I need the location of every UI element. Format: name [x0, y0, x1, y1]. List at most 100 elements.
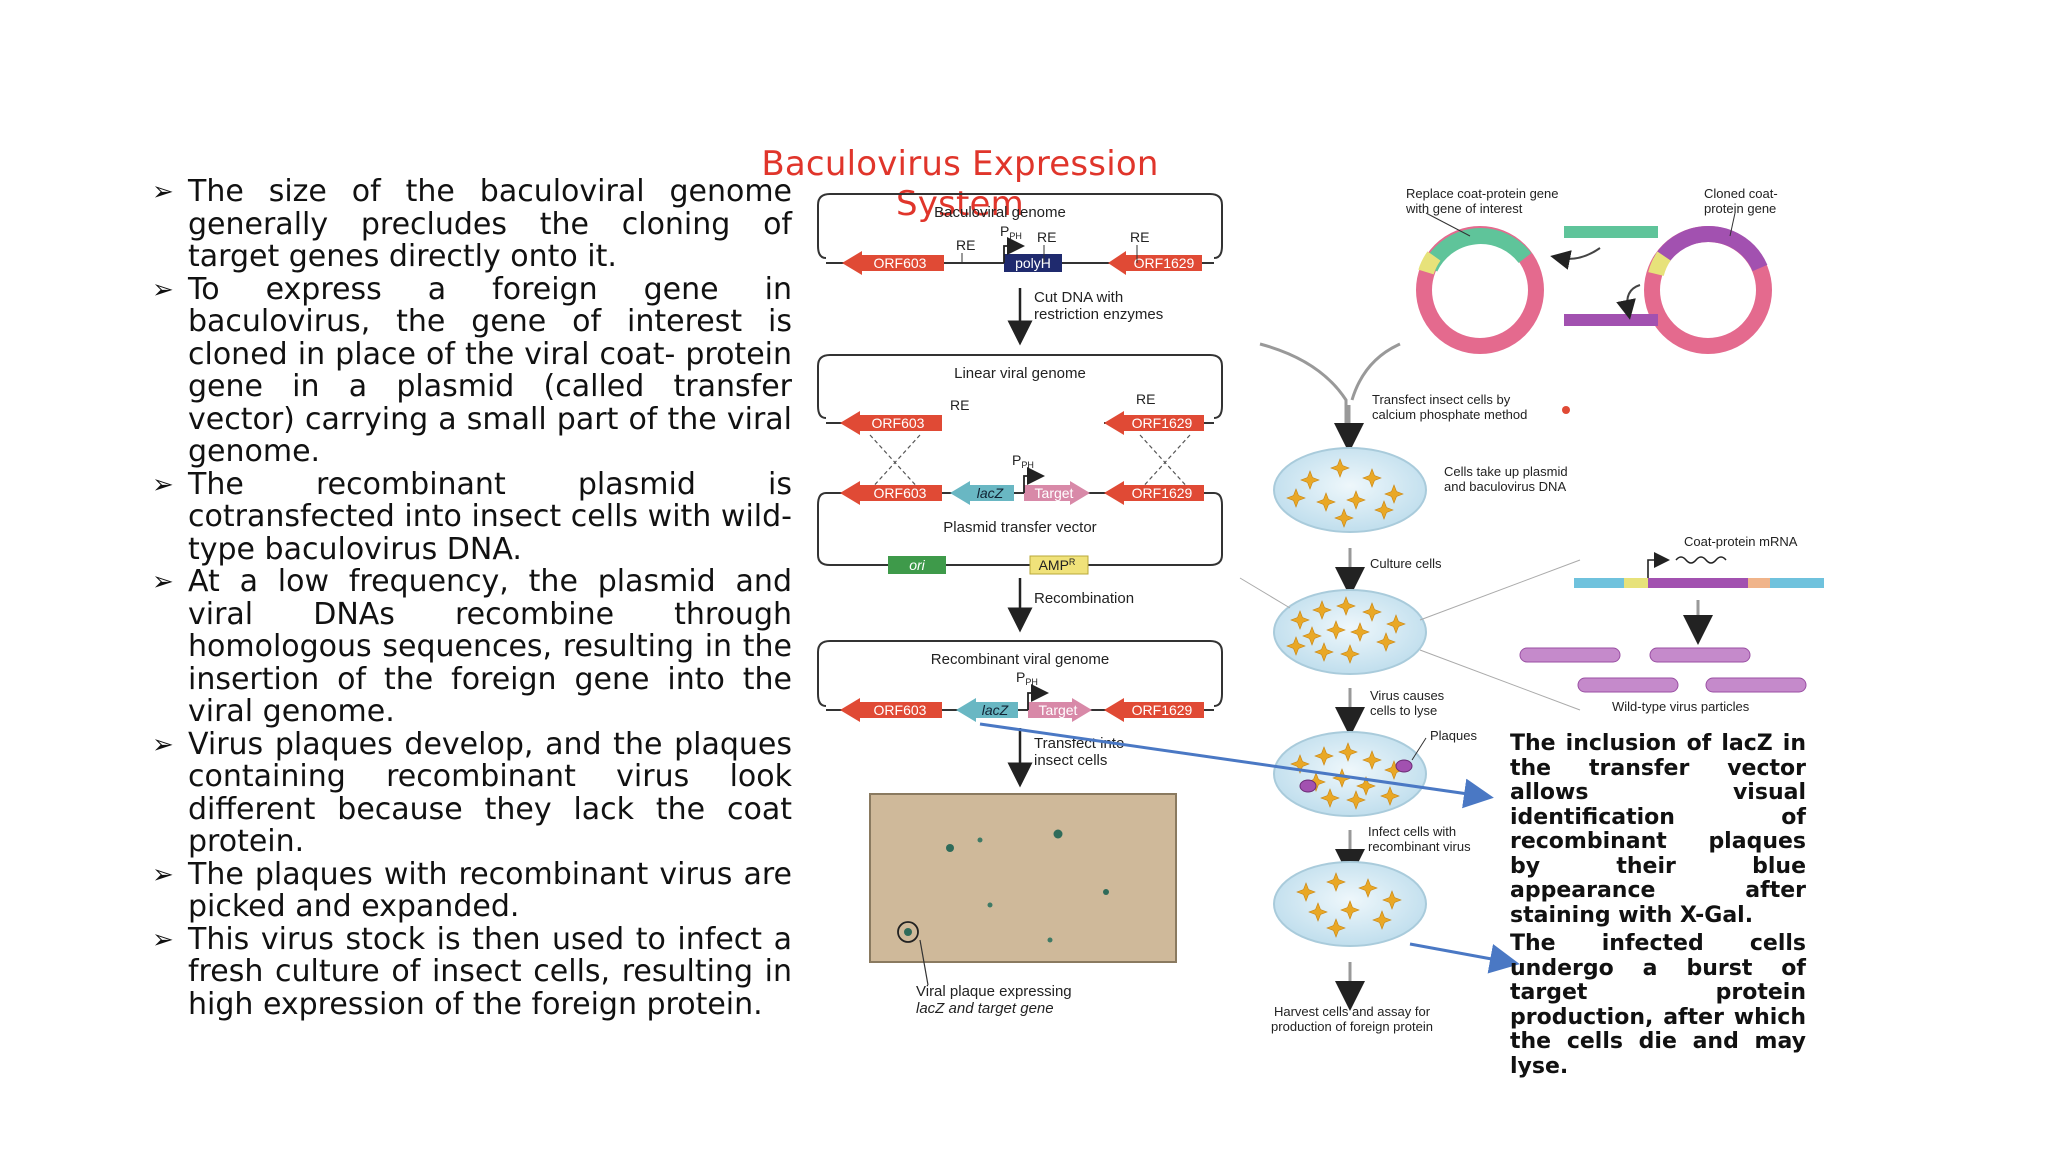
restriction-enzymes-label: restriction enzymes — [1034, 306, 1163, 323]
lacz-gene-arrow — [956, 698, 1018, 722]
transfect-into-label: Transfect into — [1034, 735, 1124, 752]
lacz-label: lacZ — [977, 485, 1004, 501]
lacz-label: lacZ — [982, 702, 1009, 718]
wild-type-virus-particles: Wild-type virus particles — [1519, 647, 1807, 714]
orf1629-gene-arrow — [1104, 481, 1204, 505]
linear-viral-genome-label: Linear viral genome — [954, 365, 1086, 382]
culture-cells-label: Culture cells — [1370, 556, 1442, 571]
coat-protein-mrna-label: Coat-protein mRNA — [1684, 534, 1798, 549]
cells-take-up-label: and baculovirus DNA — [1444, 479, 1566, 494]
arrow-bullet-icon: ➢ — [152, 469, 174, 500]
target-label: Target — [1035, 485, 1074, 501]
orf603-label: ORF603 — [874, 485, 927, 501]
plasmid-cloning-illustration: Replace coat-protein gene with gene of i… — [1405, 186, 1778, 354]
plaque-caption: Viral plaque expressing — [916, 983, 1072, 1000]
plaque-photo — [869, 793, 1177, 963]
burst-callout-arrow — [1409, 942, 1520, 974]
orf1629-gene-arrow — [1104, 698, 1204, 722]
transfect-label: Transfect insect cells by — [1372, 392, 1511, 407]
cloned-coat-protein-label: Cloned coat- — [1704, 186, 1778, 201]
baculoviral-genome-label: Baculoviral genome — [934, 204, 1066, 221]
coat-protein-segment — [1564, 314, 1658, 326]
arrow-bullet-icon: ➢ — [152, 177, 174, 207]
lacz-note: The inclusion of lacZ in the transfer ve… — [1510, 731, 1806, 928]
harvest-label: Harvest cells and assay for — [1274, 1004, 1431, 1019]
bullet-item: ➢ This virus stock is then used to infect… — [152, 921, 792, 1022]
bullet-text: The size of the baculoviral genome gener… — [188, 174, 792, 274]
bullet-item: ➢At a low frequency, the plasmid and vir… — [152, 565, 792, 729]
re-label: RE — [1130, 229, 1149, 245]
orf603-label: ORF603 — [874, 702, 927, 718]
recombinant-viral-genome-panel: Recombinant viral genome ORF603 lacZ Tar… — [817, 640, 1223, 722]
replace-coat-protein-label: with gene of interest — [1405, 201, 1523, 216]
arrow-bullet-icon: ➢ — [152, 274, 174, 305]
bullet-item: ➢ The plaques with recombinant virus are … — [152, 856, 792, 924]
coat-protein-mrna: Coat-protein mRNA — [1574, 534, 1824, 645]
orf603-label: ORF603 — [874, 255, 927, 271]
re-label: RE — [1136, 391, 1155, 407]
orf1629-label: ORF1629 — [1132, 485, 1193, 501]
orf603-gene-arrow — [842, 251, 944, 275]
red-pointer-dot — [1562, 406, 1570, 414]
target-label: Target — [1039, 702, 1078, 718]
gene-of-interest-segment — [1564, 226, 1658, 238]
burst-note: The infected cells undergo a burst of ta… — [1510, 931, 1806, 1079]
arrow-bullet-icon: ➢ — [152, 729, 174, 760]
harvest-label: production of foreign protein — [1271, 1019, 1433, 1034]
bullet-text: The recombinant plasmid is cotransfected… — [188, 466, 792, 567]
orf603-gene-arrow — [840, 411, 942, 435]
transfect-label: calcium phosphate method — [1372, 407, 1527, 422]
ampr-element — [1029, 555, 1089, 575]
ori-element — [888, 556, 946, 574]
pph-label: PPH — [1016, 669, 1038, 687]
orf603-gene-arrow — [840, 698, 942, 722]
lacz-gene-arrow — [950, 481, 1014, 505]
bullet-text: To express a foreign gene in baculovirus… — [188, 271, 792, 469]
wild-type-virus-label: Wild-type virus particles — [1612, 699, 1750, 714]
bullet-text: Virus plaques develop, and the plaques c… — [188, 726, 792, 859]
culture-dish-2 — [1273, 589, 1427, 675]
target-gene-arrow — [1028, 698, 1092, 722]
infect-cells-label: Infect cells with — [1368, 824, 1456, 839]
re-label: RE — [956, 237, 975, 253]
slide-title: Baculovirus Expression System — [761, 144, 1159, 224]
ampr-label: AMPR — [1039, 557, 1076, 573]
orf603-gene-arrow — [840, 481, 942, 505]
orf603-label: ORF603 — [872, 415, 925, 431]
arrow-bullet-icon: ➢ — [152, 567, 174, 597]
highlighted-plaque-circle — [897, 921, 919, 943]
orf1629-gene-arrow — [1108, 251, 1202, 275]
plaque-caption: lacZ and target gene — [916, 1000, 1054, 1017]
baculoviral-genome-panel: Baculoviral genome ORF603 polyH ORF1629 … — [817, 193, 1223, 275]
plaques-label: Plaques — [1430, 728, 1477, 743]
cut-dna-label: Cut DNA with — [1034, 289, 1123, 306]
bullet-item: ➢ Virus plaques develop, and the plaques … — [152, 726, 792, 859]
orf1629-gene-arrow — [1104, 411, 1204, 435]
re-label: RE — [1037, 229, 1056, 245]
cloned-coat-protein-label: protein gene — [1704, 201, 1776, 216]
bullet-item: ➢ The size of the baculoviral genome gene… — [152, 174, 792, 274]
culture-dish-4 — [1273, 861, 1427, 947]
plasmid-transfer-vector-label: Plasmid transfer vector — [943, 519, 1096, 536]
polyh-gene — [1004, 254, 1062, 272]
bullet-item: ➢ The recombinant plasmid is cotransfecte… — [152, 466, 792, 567]
ori-label: ori — [909, 557, 925, 573]
insect-cells-label: insect cells — [1034, 752, 1107, 769]
bullet-text: The plaques with recombinant virus are p… — [188, 856, 792, 924]
lacz-callout-arrow — [979, 722, 1494, 809]
orf1629-label: ORF1629 — [1132, 702, 1193, 718]
arrow-bullet-icon: ➢ — [152, 924, 174, 955]
bullet-text: This virus stock is then used to infect … — [188, 921, 792, 1022]
bullet-item: ➢ To express a foreign gene in baculoviru… — [152, 271, 792, 469]
culture-dish-1 — [1273, 447, 1427, 533]
orf1629-label: ORF1629 — [1132, 415, 1193, 431]
re-label: RE — [950, 397, 969, 413]
cells-take-up-label: Cells take up plasmid — [1444, 464, 1568, 479]
virus-causes-lyse-label: Virus causes — [1370, 688, 1445, 703]
arrow-bullet-icon: ➢ — [152, 859, 174, 890]
orf1629-label: ORF1629 — [1134, 255, 1195, 271]
virus-causes-lyse-label: cells to lyse — [1370, 703, 1437, 718]
pph-label: PPH — [1012, 452, 1034, 470]
bullet-list: ➢ The size of the baculoviral genome gene… — [152, 174, 792, 1022]
